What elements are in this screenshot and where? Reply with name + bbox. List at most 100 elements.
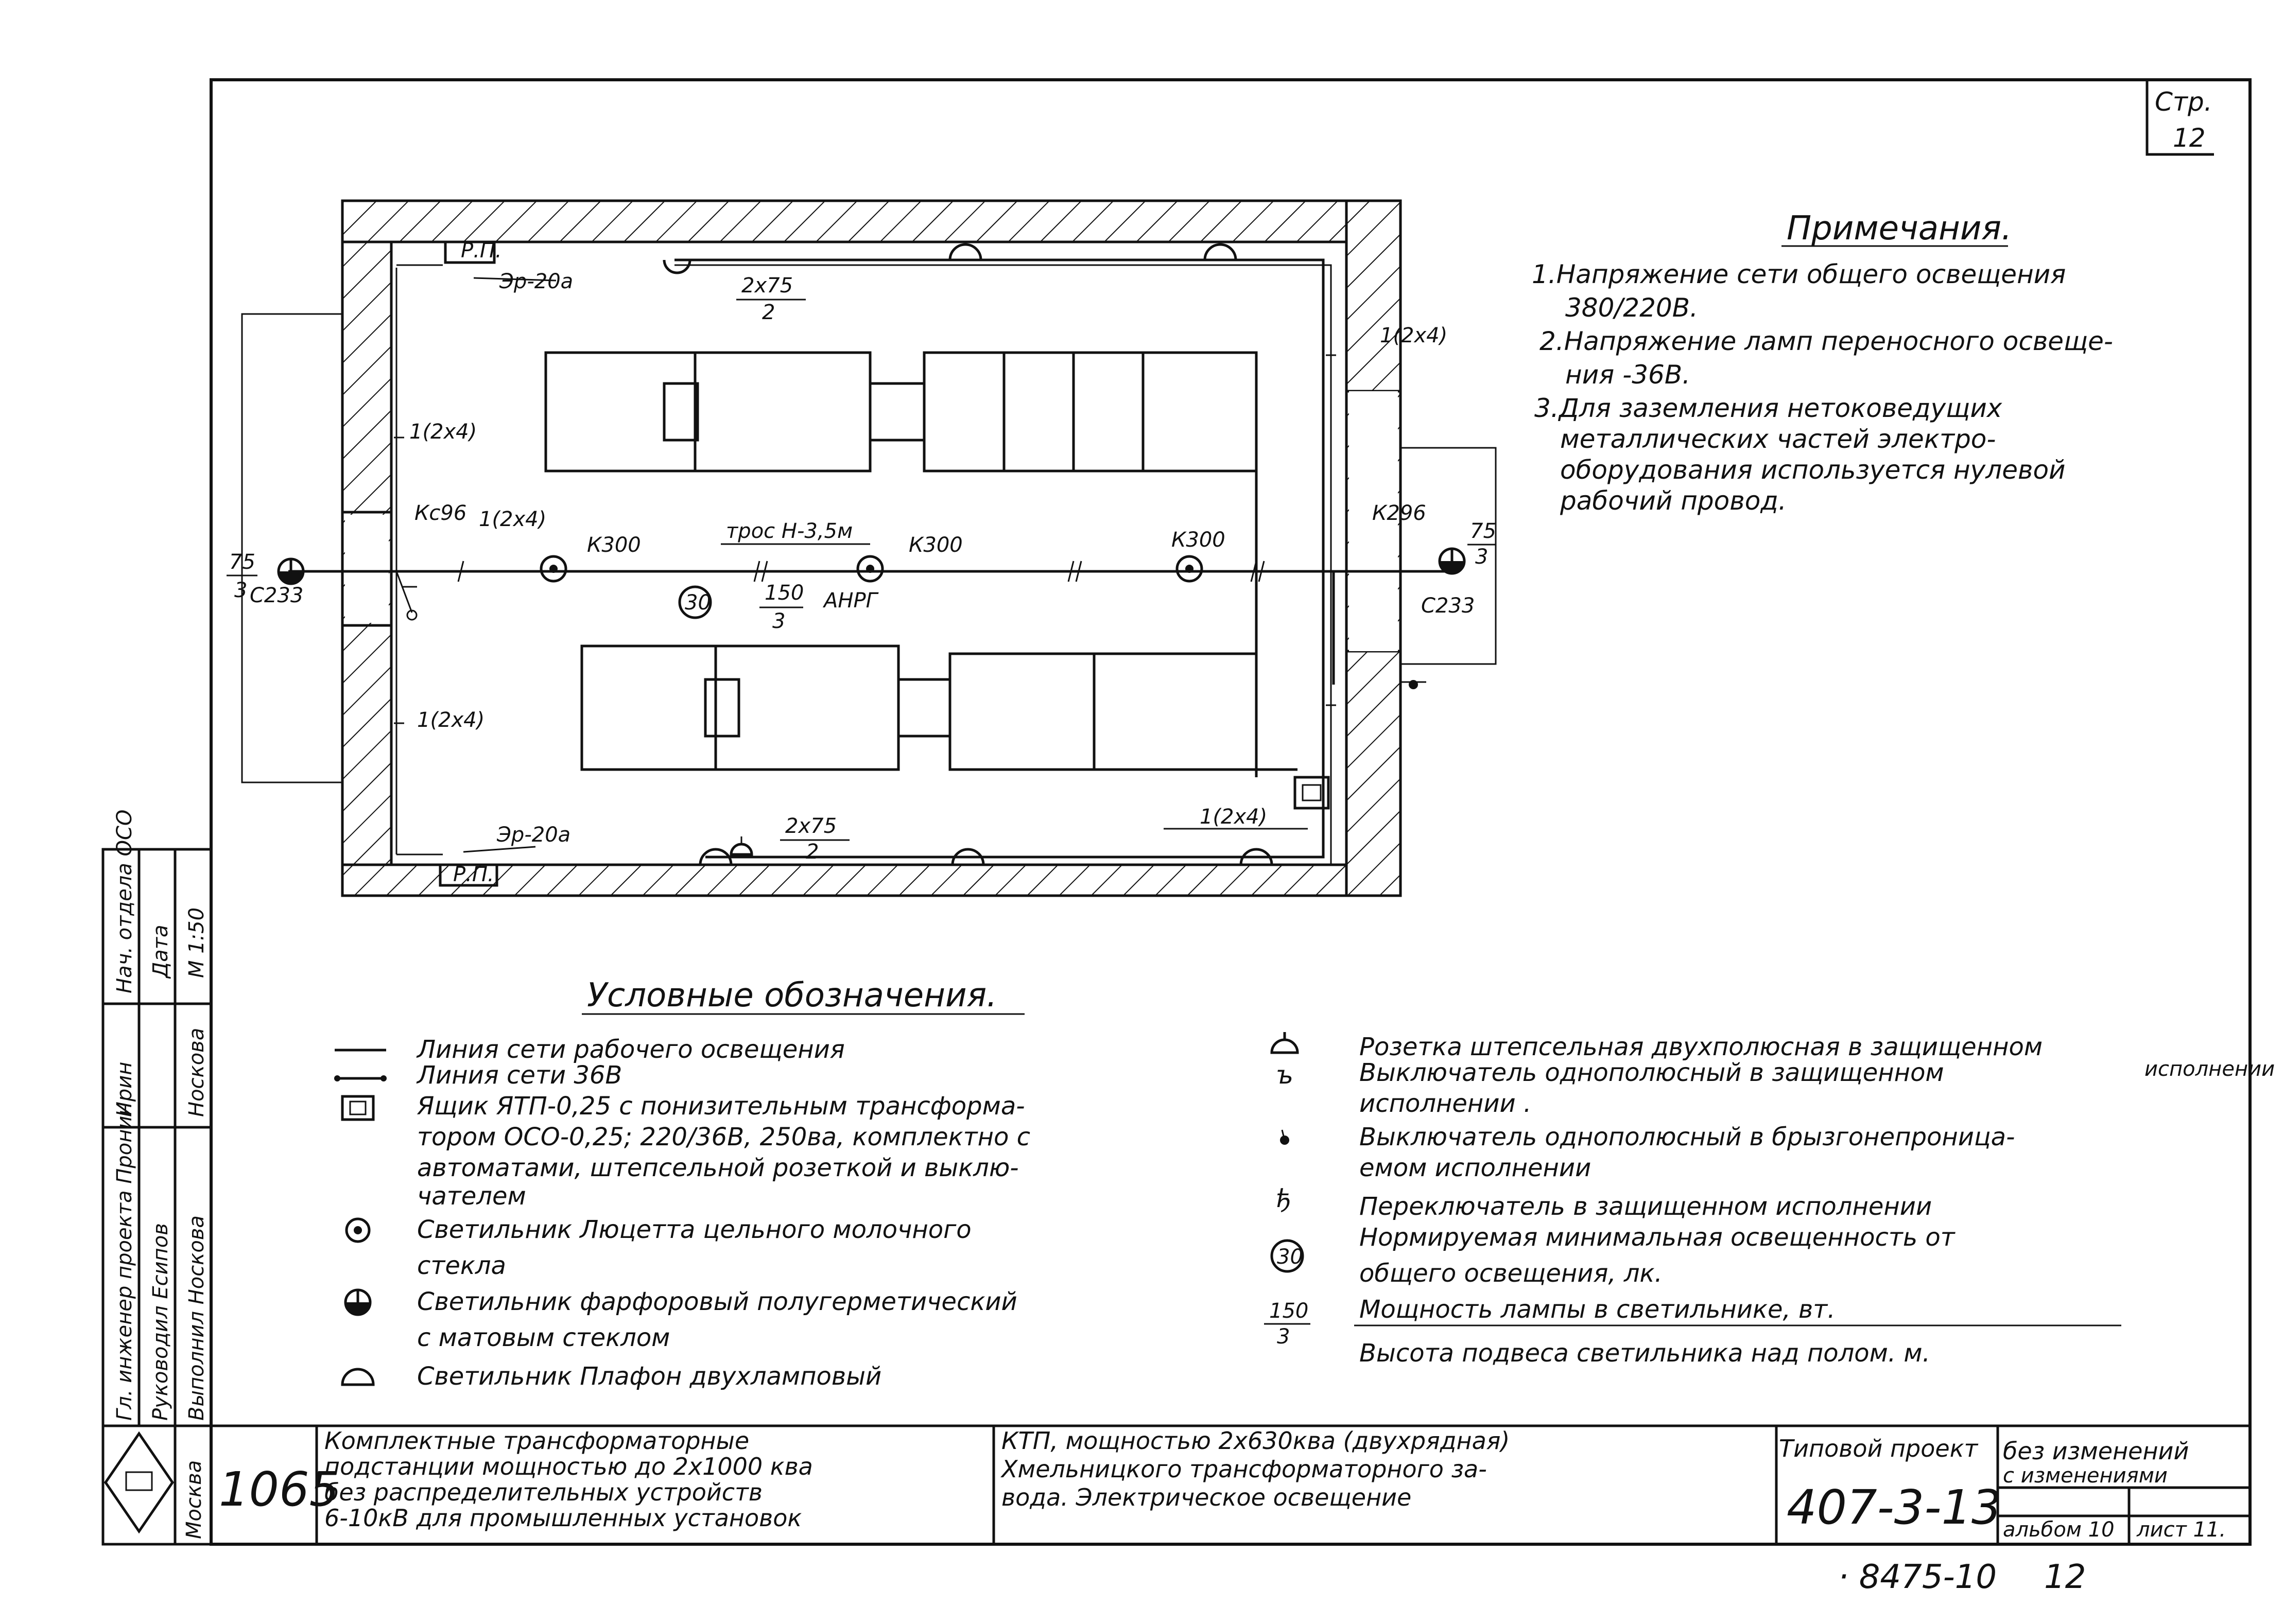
power-num: 150 [765, 581, 804, 605]
page-label: Стр. [2155, 87, 2212, 117]
legend-switch-symbol: ъ [1276, 1061, 1293, 1090]
lamp-left-num: 75 [229, 550, 255, 574]
legend-left-10: с матовым стеклом [417, 1323, 670, 1352]
desc-line-3: без распределительных устройств [324, 1478, 763, 1506]
legend-right-1: Розетка штепсельная двухполюсная в защищ… [1359, 1033, 2043, 1061]
line-36v-route-2 [674, 264, 1332, 865]
notes-title: Примечания. [1787, 209, 2012, 248]
legend-left-5: автоматами, штепсельной розеткой и выклю… [417, 1154, 1019, 1182]
note-line-7: оборудования используется нулевой [1560, 455, 2066, 485]
cable-left-top: 1(2х4) [409, 420, 477, 444]
panel-top-label: Р.П. [461, 239, 502, 263]
legend-right-11: Высота подвеса светильника над полом. м. [1359, 1339, 1930, 1368]
box-left-label: Кс96 [414, 501, 466, 525]
cable-right-bottom: 1(2х4) [1200, 805, 1267, 829]
lamp-right-type: С233 [1421, 594, 1475, 618]
legend-left-2: Линия сети 36В [416, 1061, 622, 1090]
legend-right-5: Выключатель однополюсный в брызгонепрони… [1359, 1123, 2015, 1151]
right-wall-lower [1345, 650, 1402, 897]
plafond-light-0 [663, 259, 691, 274]
org-logo [103, 1431, 175, 1534]
legend-illum-symbol [1270, 1239, 1304, 1273]
cable-right-top: 1(2х4) [1380, 324, 1447, 347]
wire-type: АНРГ [822, 589, 879, 613]
legend: Условные обозначения. Линия сети рабочег… [334, 976, 2275, 1391]
ground-loop-left [241, 313, 342, 783]
legend-power-den: 3 [1277, 1325, 1290, 1349]
equipment-upper-1-bushing [663, 382, 699, 442]
lamp-lucetta-3 [1175, 555, 1203, 583]
cable-top: 2х75 [741, 274, 793, 298]
note-line-8: рабочий провод. [1560, 486, 1787, 516]
equipment-lower-bushing [897, 678, 951, 738]
stamp-cell-3: Дата [149, 924, 172, 979]
stamp-cell-2: Ирин [113, 1062, 136, 1117]
panel-top-id: Эр-20а [499, 270, 573, 293]
page-number: 12 [2173, 123, 2206, 153]
ytp-box [1293, 776, 1330, 810]
top-wall [341, 199, 1402, 243]
note-line-4: ния -36В. [1565, 360, 1690, 390]
album-label: альбом 10 [2003, 1518, 2115, 1542]
ground-point [1409, 680, 1418, 689]
inventory-number: · 8475-10 [1838, 1558, 1997, 1596]
illum-marker [678, 585, 712, 619]
stamp-cell-8: М 1:50 [185, 907, 209, 978]
plafond-light-4 [951, 848, 985, 866]
city-label: Москва [182, 1460, 206, 1539]
plan-labels: Р.П. Эр-20а Р.П. Эр-20а 2х75 2 2х75 2 1(… [227, 239, 1496, 886]
stamp-cell-7: Носкова [185, 1028, 209, 1117]
legend-left-6: чателем [417, 1182, 526, 1211]
desc-line-1: Комплектные трансформаторные [324, 1427, 749, 1455]
k300-2: К300 [909, 533, 963, 557]
legend-right-9: общего освещения, лк. [1359, 1259, 1663, 1288]
lamp-lucetta-1 [540, 555, 567, 583]
cable-bottom: 2х75 [785, 814, 837, 838]
lamp-lucetta-2 [856, 555, 884, 583]
lamp-right-num: 75 [1470, 519, 1496, 543]
note-line-5: 3.Для заземления нетоковедущих [1534, 393, 2002, 423]
lamp-right-den: 3 [1475, 545, 1488, 569]
cable-bottom-sub: 2 [806, 840, 819, 864]
k300-1: К300 [587, 533, 641, 557]
stamp-cell-4: Гл. инженер проекта Пронин [113, 1103, 136, 1421]
title-block: Москва 1065 Комплектные трансформаторные… [101, 1424, 2252, 1546]
plafond-light-3 [699, 848, 733, 866]
legend-left-7: Светильник Люцетта цельного молочного [417, 1215, 972, 1244]
k300-3: К300 [1171, 528, 1225, 552]
legend-right-2: исполнении [2144, 1057, 2275, 1081]
stamp-cell-5: Руководил Есипов [149, 1223, 172, 1421]
legend-right-3: Выключатель однополюсный в защищенном [1359, 1058, 1944, 1087]
legend-left-9: Светильник фарфоровый полугерметический [417, 1287, 1017, 1316]
panel-bottom-id: Эр-20а [496, 823, 570, 847]
typical-project-label: Типовой проект [1779, 1435, 1978, 1462]
ktp-line-1: КТП, мощностью 2х630ква (двухрядная) [1001, 1427, 1510, 1455]
legend-right-6: емом исполнении [1359, 1154, 1591, 1182]
no-changes: без изменений [2003, 1437, 2189, 1465]
legend-title: Условные обозначения. [587, 976, 997, 1015]
inventory-page: 12 [2044, 1558, 2086, 1596]
stamp-cell-6: Выполнил Носкова [185, 1215, 209, 1421]
legend-left-4: тором ОСО-0,25; 220/36В, 250ва, комплект… [417, 1123, 1030, 1151]
legend-power-num: 150 [1269, 1299, 1308, 1323]
cable-left-mid: 1(2х4) [479, 508, 546, 531]
socket-bottom [730, 843, 753, 856]
ktp-line-3: вода. Электрическое освещение [1001, 1483, 1411, 1511]
power-den: 3 [772, 609, 785, 633]
legend-lucetta-symbol [345, 1217, 371, 1243]
building-walls [341, 199, 1402, 897]
notes: Примечания. 1.Напряжение сети общего осв… [1532, 209, 2113, 516]
cable-left-bottom: 1(2х4) [417, 708, 485, 732]
equipment-upper-bushing [869, 382, 926, 442]
illum-value: 30 [685, 591, 711, 615]
equipment-lower-2 [714, 644, 900, 771]
note-line-1: 1.Напряжение сети общего освещения [1532, 259, 2066, 289]
page-number-box: Стр. 12 [2145, 80, 2214, 156]
floor-plan [241, 199, 1497, 897]
equipment-lower-1 [580, 644, 717, 771]
equipment-upper-2 [694, 351, 872, 473]
legend-left-3: Ящик ЯТП-0,25 с понизительным трансформа… [417, 1092, 1025, 1121]
plafond-light-1 [948, 243, 982, 261]
desc-line-4: 6-10кВ для промышленных установок [324, 1504, 802, 1532]
side-stamp: Нач. отдела ОСО Ирин Дата Гл. инженер пр… [101, 810, 213, 1427]
